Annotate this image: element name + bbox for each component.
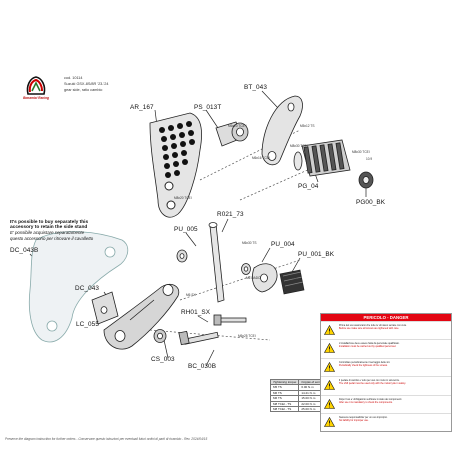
bolt-bc030b	[178, 330, 219, 346]
warning-triangle-icon	[324, 361, 335, 372]
endcap-pg00bk	[358, 171, 374, 189]
shift-lever-lc055	[103, 283, 180, 350]
note-line-2: accessory to retain the side stand	[10, 225, 88, 231]
label-pu005: PU_005	[174, 226, 198, 233]
washer-pu004	[241, 263, 251, 275]
label-pg00bk: PG00_BK	[356, 199, 386, 206]
rod-r02173	[208, 222, 225, 303]
label-pu004: PU_004	[271, 241, 295, 248]
bracket-dc043	[91, 291, 119, 325]
screw-note-2: M5x12 TS	[300, 124, 315, 128]
warning-row: Il pedale di cambio e' solo per uso con …	[321, 376, 451, 394]
label-ps013t: PS_013T	[194, 104, 222, 111]
label-lc055: LC_055	[76, 321, 99, 328]
screw-note-8: M6x30 TS	[242, 241, 257, 245]
label-cs003: CS_003	[151, 356, 175, 363]
screw-note-1: M6x20 TCE I	[228, 124, 247, 128]
product-variant: gear side, ratio cambio	[64, 88, 103, 93]
footpeg-pg04	[293, 139, 351, 177]
bolt-rh01sx	[213, 314, 247, 326]
label-rh01sx: RH01_SX	[181, 309, 211, 316]
danger-header: PERICOLO - DANGER	[321, 314, 451, 321]
warning-text-3: Controllare periodicamente il serraggio …	[339, 360, 391, 367]
warning-row: Controllare periodicamente il serraggio …	[321, 357, 451, 376]
plate-holes	[159, 121, 195, 210]
warning-row: L'installazione deve essere fatta da per…	[321, 339, 451, 357]
warning-row: Nessuna responsabilita' per un uso impro…	[321, 412, 451, 431]
warning-text-4: Il pedale di cambio e' solo per uso con …	[339, 379, 406, 386]
warning-triangle-icon	[324, 416, 335, 427]
warning-text-6: Nessuna responsabilita' per un uso impro…	[339, 415, 388, 423]
warning-triangle-icon	[324, 325, 335, 335]
screw-note-4: M8x30 TCEI	[290, 144, 308, 148]
note-line-3: E' possibile acquistare separatamente	[10, 230, 85, 236]
screw-note-6: 10.9	[366, 157, 373, 161]
brand-name: Bonamici Racing	[23, 96, 49, 100]
side-stand-note: It's possible to buy separately this acc…	[10, 220, 93, 241]
screw-note-9: M6 DADO	[246, 276, 261, 280]
footer-note: Preserve the diagram instruction for fur…	[5, 437, 208, 441]
label-pg04: PG_04	[298, 183, 319, 190]
bracket-bt043	[261, 95, 303, 166]
label-dc043: DC_043	[75, 285, 100, 292]
warning-triangle-icon	[324, 343, 335, 354]
washer-pu005	[176, 249, 188, 263]
label-ar167: AR_167	[130, 104, 154, 111]
label-dc043b: DC_043B	[10, 247, 39, 254]
table-header-thread: Tightening torque	[269, 378, 300, 386]
label-pu001bk: PU_001_BK	[298, 251, 335, 258]
screw-note-7: M8x20 TCEI	[174, 196, 192, 200]
warning-row: Prima del uso assicurarsi che tutte le v…	[321, 321, 451, 339]
screw-note-12: M6x25 TCEI	[238, 334, 256, 338]
warning-text-1: Prima del uso assicurarsi che tutte le v…	[339, 324, 407, 331]
warning-text-5: Dopo l'uso e' obbligatorio verificare lo…	[339, 397, 402, 404]
screw-note-10: M6x16 TS	[282, 276, 297, 280]
warning-text-2: L'installazione deve essere fatta da per…	[339, 342, 400, 349]
shift-arm-right	[252, 263, 278, 293]
bushing-cs003	[153, 329, 167, 343]
spacer-ps013t	[215, 121, 249, 147]
shift-rubber-pu001bk	[279, 269, 305, 295]
warning-triangle-icon	[324, 380, 335, 390]
note-line-1: It's possible to buy separately this	[10, 220, 89, 225]
product-model: Suzuki GSX-8S/8R '23-'24	[64, 82, 109, 87]
warning-row: Dopo l'uso e' obbligatorio verificare lo…	[321, 394, 451, 413]
bonamici-logo	[26, 76, 46, 95]
warning-triangle-icon	[324, 398, 335, 409]
screw-note-3: M6x16 TCEI	[252, 156, 270, 160]
note-line-4: questo accessorio per ritrovare il caval…	[10, 235, 94, 241]
screw-note-11: M6 SX	[186, 293, 196, 297]
screw-note-5: M8x30 TCEI	[352, 150, 370, 154]
plate-dc043b	[28, 231, 129, 343]
product-info: cod. 10114 Suzuki GSX-8S/8R '23-'24 gear…	[64, 75, 109, 94]
danger-warning-box: PERICOLO - DANGER Prima del uso assicura…	[320, 313, 452, 433]
label-bt043: BT_043	[244, 84, 267, 91]
product-code: cod. 10114	[64, 76, 83, 80]
label-bc030b: BC_030B	[188, 363, 217, 370]
label-r02173: R021_73	[217, 211, 244, 218]
